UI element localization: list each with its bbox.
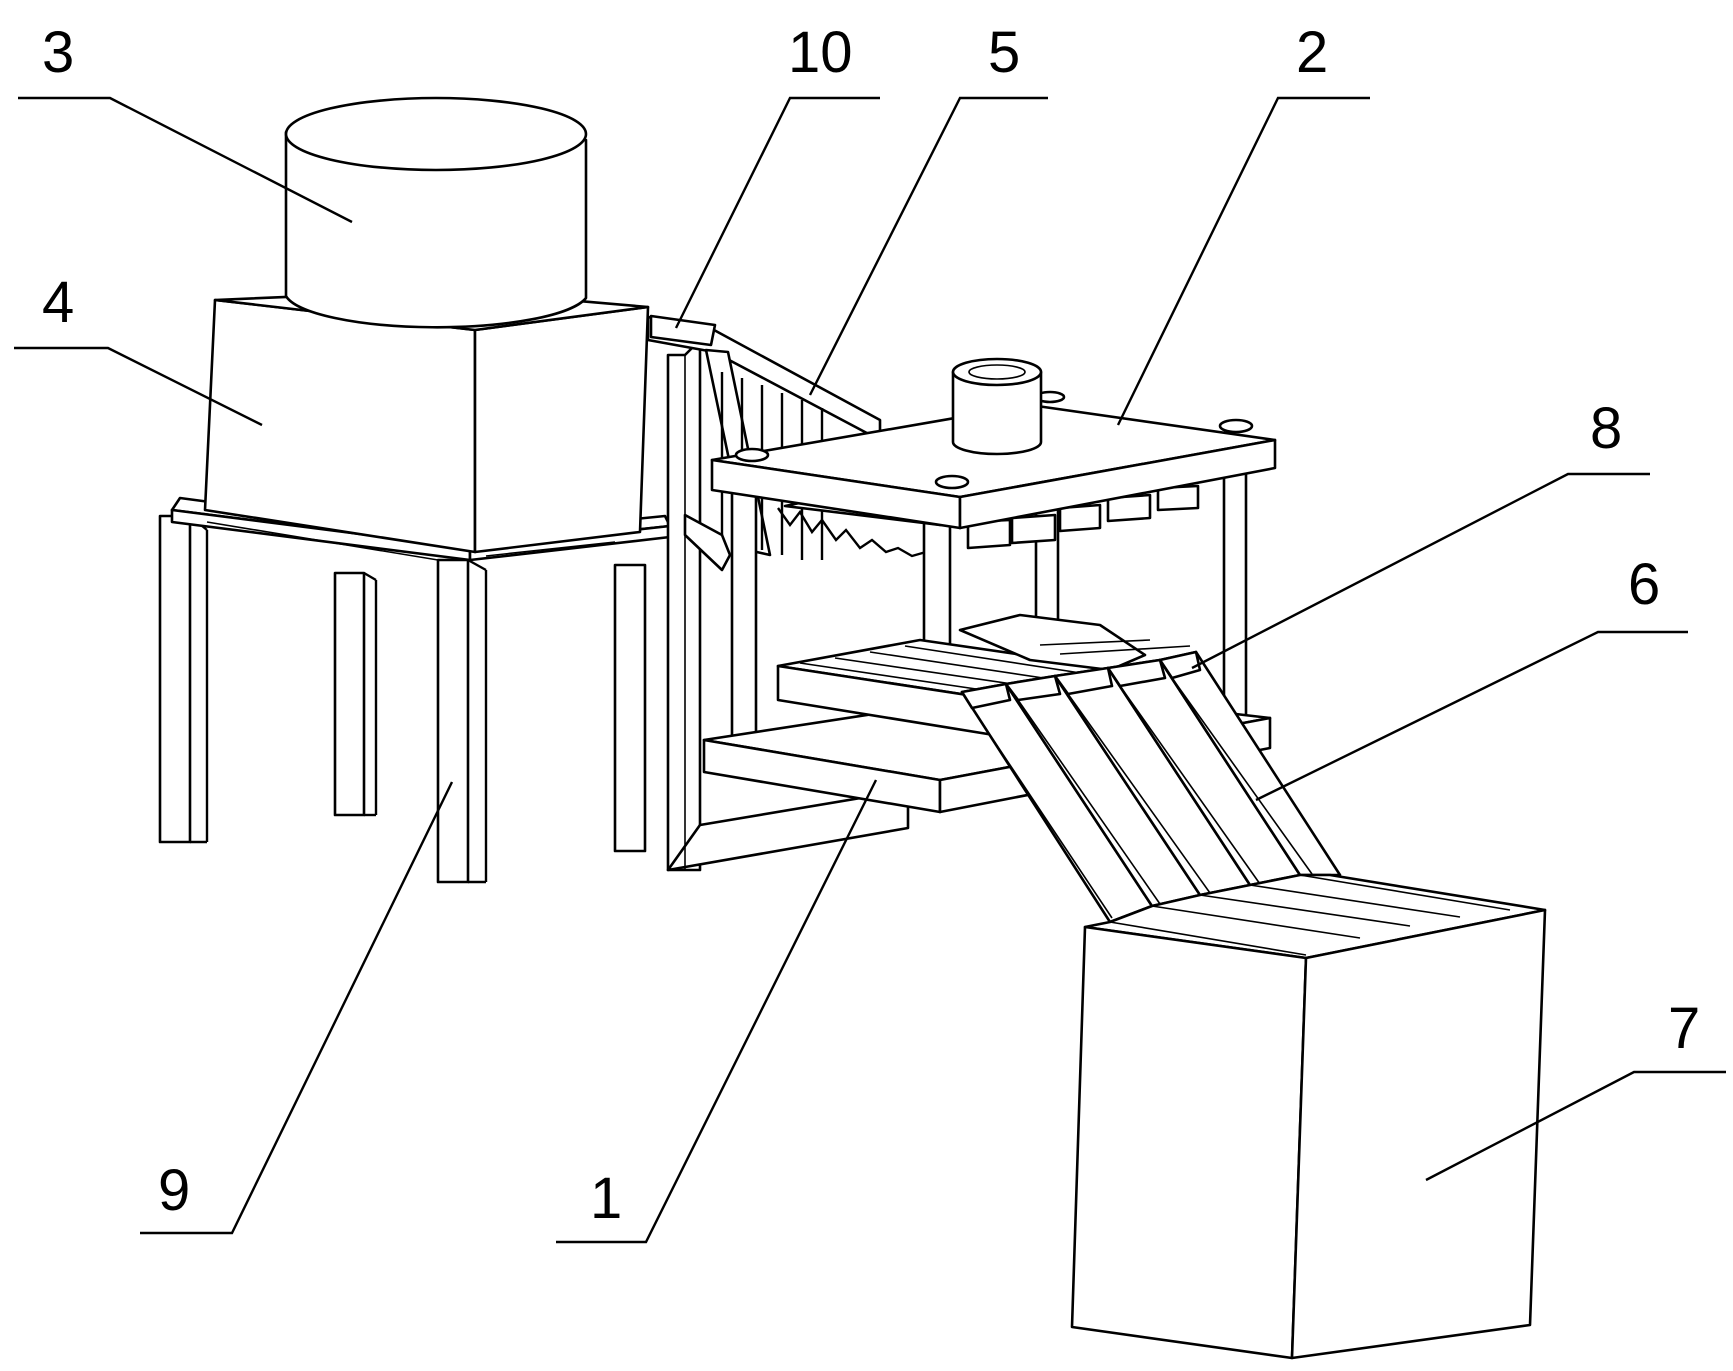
- discharge-channels: [958, 613, 1342, 924]
- top-plate: [710, 357, 1277, 550]
- callout-label-2: 2: [1296, 20, 1328, 85]
- leader-10: [674, 96, 880, 329]
- mixing-box: [203, 288, 650, 554]
- support-plate: [666, 338, 910, 872]
- callout-label-4: 4: [42, 270, 74, 335]
- leader-9: [140, 781, 454, 1235]
- callout-label-1: 1: [590, 1166, 622, 1231]
- leader-1: [556, 779, 878, 1244]
- leader-8: [1191, 472, 1650, 670]
- leader-7: [1425, 1070, 1726, 1182]
- leader-6: [1255, 630, 1688, 802]
- callout-label-9: 9: [158, 1158, 190, 1223]
- leader-4: [14, 346, 263, 427]
- machine-drawing: [158, 96, 1547, 1360]
- callout-label-5: 5: [988, 20, 1020, 85]
- callout-label-6: 6: [1628, 552, 1660, 617]
- callout-label-10: 10: [788, 20, 853, 85]
- callout-label-3: 3: [42, 20, 74, 85]
- collection-bin: [1070, 873, 1547, 1360]
- leader-2: [1116, 96, 1370, 426]
- callouts: 3 4 10 5 2 8 6 7 9 1: [14, 20, 1726, 1244]
- callout-label-7: 7: [1668, 996, 1700, 1061]
- leader-3: [18, 96, 353, 224]
- hopper-cylinder: [284, 96, 588, 329]
- callout-label-8: 8: [1590, 396, 1622, 461]
- frame-stand: [158, 496, 672, 884]
- leader-5: [808, 96, 1048, 396]
